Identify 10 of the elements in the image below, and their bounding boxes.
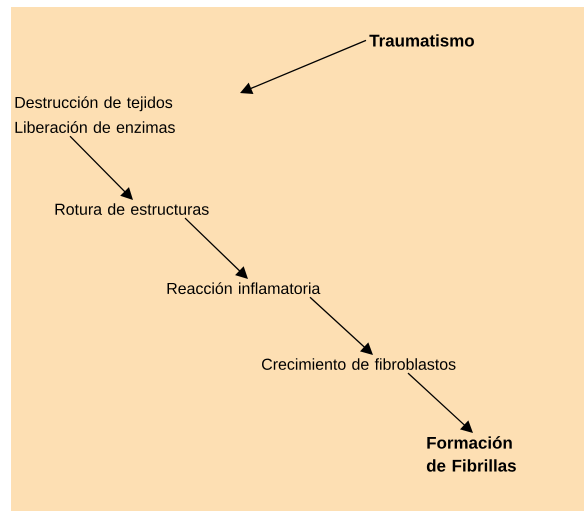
heading-text: Formación de Fibrillas	[426, 436, 516, 472]
arrow	[70, 136, 133, 200]
step-text: Rotura de estructuras	[56, 203, 209, 215]
heading-text: Traumatismo	[369, 34, 474, 47]
arrow	[408, 372, 473, 433]
step-text: Reacción inflamatoria	[168, 282, 320, 294]
arrow	[310, 296, 373, 355]
step-text: Destrucción de tejidos Liberación de enzimas	[16, 96, 175, 133]
arrow	[184, 218, 248, 279]
step-text: Crecimiento de fibroblastos	[262, 358, 456, 370]
